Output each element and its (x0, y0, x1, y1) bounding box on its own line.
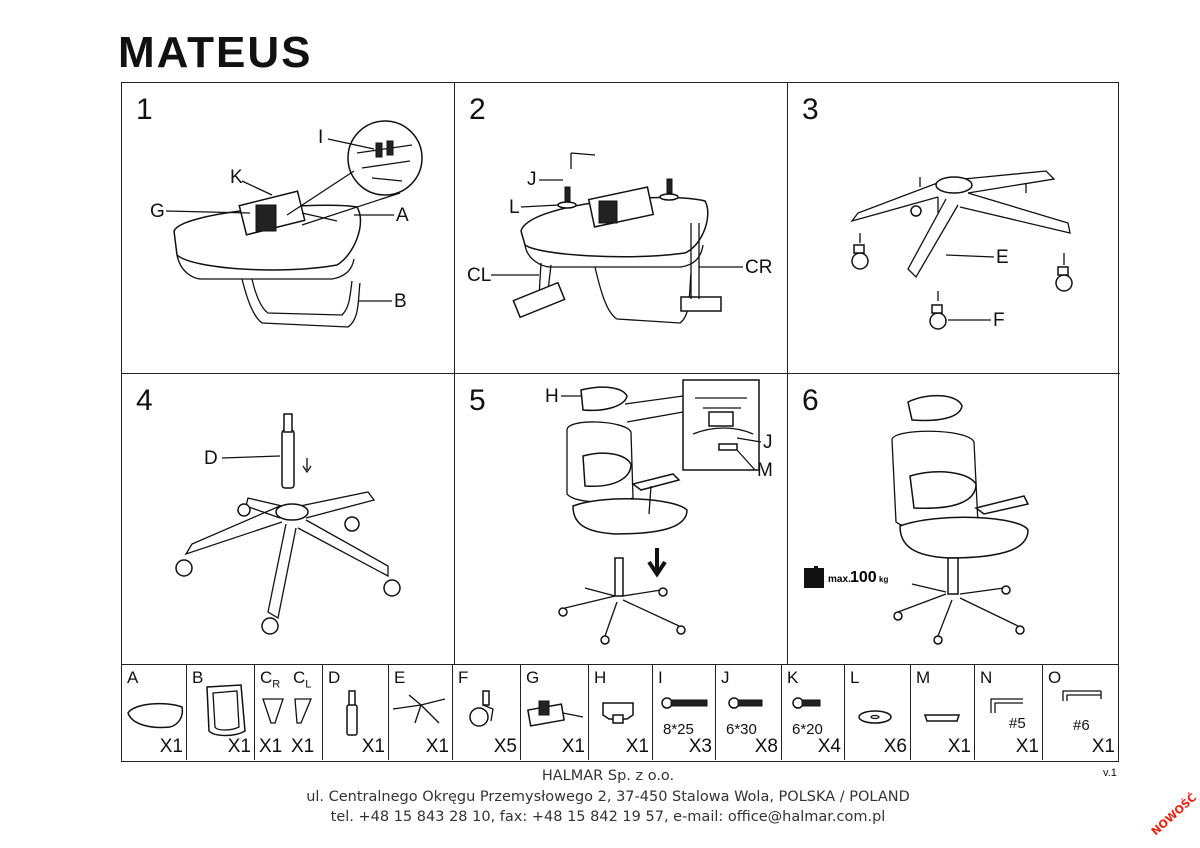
footer-contact: tel. +48 15 843 28 10, fax: +48 15 842 1… (330, 809, 886, 825)
bolt-icon (792, 697, 821, 709)
part-L: L X6 (845, 665, 911, 760)
label-H: H (545, 386, 559, 407)
part-G: G X1 (521, 665, 589, 760)
part-E: E X1 (389, 665, 453, 760)
hex-key-icon (1062, 690, 1102, 701)
mechanism-icon (527, 700, 584, 727)
part-I: I 8*25 X3 (653, 665, 716, 760)
label-J: J (763, 432, 773, 453)
hex-key-icon (990, 698, 1023, 713)
seat-icon (127, 702, 184, 729)
step-6-panel: 6 max. 100 kg (788, 374, 1120, 664)
gas-lift-icon (346, 690, 358, 736)
label-L: L (509, 197, 520, 218)
step-1-illustration: I K G A B (150, 120, 423, 328)
part-O: O #6 X1 (1043, 665, 1118, 760)
label-M: M (757, 460, 773, 481)
armrests-icon (262, 698, 312, 724)
backrest-frame-icon (206, 684, 246, 737)
step-6-illustration: max. 100 kg (804, 394, 1030, 645)
step-3-illustration: E F (850, 170, 1073, 331)
step-5-illustration: H J M (545, 379, 773, 645)
label-K: K (230, 167, 243, 188)
headrest-bracket-icon (602, 702, 634, 724)
bolt-icon (661, 697, 708, 709)
step-4-illustration: D (175, 413, 401, 635)
max-load-unit: kg (879, 575, 888, 584)
footer-company: HALMAR Sp. z o.o. (541, 768, 675, 784)
version-label: v.1 (1103, 767, 1117, 779)
step-number: 3 (802, 93, 819, 126)
step-number: 2 (469, 93, 486, 126)
label-A: A (396, 205, 409, 226)
max-load-label: max. (828, 574, 851, 585)
label-J: J (527, 169, 537, 190)
label-CL: CL (467, 265, 491, 286)
part-A: A X1 (122, 665, 187, 760)
weight-icon (804, 568, 824, 588)
step-5-panel: 5 H J M (455, 374, 788, 664)
max-load-value: 100 (850, 569, 877, 586)
label-G: G (150, 201, 165, 222)
part-K: K 6*20 X4 (782, 665, 845, 760)
step-number: 6 (802, 384, 819, 417)
product-title: MATEUS (118, 28, 313, 77)
step-4-panel: 4 D (122, 374, 455, 664)
parts-list: A X1 B X1 CR CL X1 X1 D X1 E X1 F X5 G X… (121, 665, 1119, 762)
part-H: H X1 (589, 665, 653, 760)
step-number: 4 (136, 384, 153, 417)
step-number: 5 (469, 384, 486, 417)
step-number: 1 (136, 93, 153, 126)
label-I: I (318, 127, 323, 148)
step-2-panel: 2 J L CL C (455, 83, 788, 374)
assembly-steps-grid: 1 I K G A B (121, 82, 1120, 665)
label-F: F (993, 310, 1005, 331)
part-J: J 6*30 X8 (716, 665, 782, 760)
label-D: D (204, 448, 218, 469)
washer-icon (858, 710, 892, 724)
part-B: B X1 (187, 665, 255, 760)
part-M: M X1 (911, 665, 975, 760)
bolt-icon (728, 697, 763, 709)
step-3-panel: 3 E F (788, 83, 1120, 374)
part-F: F X5 (453, 665, 521, 760)
label-E: E (996, 247, 1009, 268)
part-C: CR CL X1 X1 (255, 665, 323, 760)
label-CR: CR (745, 257, 772, 278)
step-2-illustration: J L CL CR (467, 152, 772, 324)
star-base-icon (392, 694, 446, 724)
cap-icon (923, 714, 961, 722)
part-D: D X1 (323, 665, 389, 760)
step-1-panel: 1 I K G A B (122, 83, 455, 374)
caster-icon (469, 690, 494, 727)
label-B: B (394, 291, 407, 312)
part-N: N #5 X1 (975, 665, 1043, 760)
footer-address: ul. Centralnego Okręgu Przemysłowego 2, … (306, 789, 910, 805)
